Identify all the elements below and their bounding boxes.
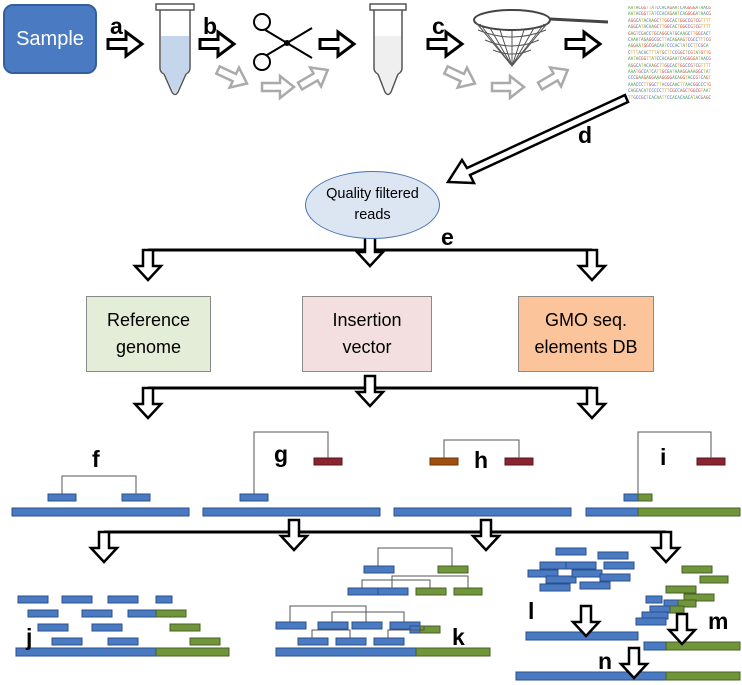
step-n-label: n (598, 648, 613, 674)
step-m-label: m (708, 608, 729, 634)
insertion-vector-label: Insertion vector (332, 310, 402, 357)
panel-i (585, 431, 741, 517)
arrow-b2 (318, 30, 356, 58)
panel-lmn (515, 547, 741, 681)
panel-j (15, 595, 230, 657)
panel-k (275, 547, 491, 657)
grey-arrows-b (212, 58, 335, 100)
capture-net-icon (473, 9, 609, 67)
reference-genome-label: Reference genome (106, 310, 191, 357)
gmo-seq-elements-db-label: GMO seq. elements DB (534, 310, 638, 357)
step-d-label: d (578, 122, 593, 148)
sample-tube-icon (155, 3, 195, 96)
sequence-line: AATACGGTTATCCACAGAATCAGGGGATAACG (628, 6, 711, 11)
step-i-label: i (660, 444, 667, 470)
step-e-label: e (441, 224, 454, 250)
step-a-label: a (110, 13, 123, 39)
step-k-label: k (452, 624, 465, 650)
step-l-label: l (528, 598, 535, 624)
scissors-icon (253, 13, 313, 71)
step-g-label: g (274, 441, 289, 467)
sequence-line: AGGCATACAAGCTTGGCACTGGCCGTCGTTTT (628, 63, 711, 69)
insertion-vector-box: Insertion vector (302, 296, 432, 372)
sequence-line: AAACCCTTGGCTTACGCAACTTAACGGCCCTG (628, 82, 711, 88)
sequence-line: CCCGAAGAGGAAAGGGGACAGGTACCGTCAGT (628, 76, 711, 82)
sequence-line: TTGCCGCTCACAATTCCACACAACATACGAGC (628, 95, 711, 101)
sequence-line: GAGTCGACCTGCAGGCATGCAAGCTTGGCACT (628, 31, 711, 37)
db-distribution (133, 374, 607, 420)
step-h-label: h (474, 447, 489, 473)
step-c-label: c (432, 13, 445, 39)
step-f-label: f (92, 446, 100, 472)
quality-filtered-reads-node: Quality filtered reads (305, 171, 440, 239)
step-j-label: j (26, 624, 33, 650)
sequence-line: CTTTACACTTTATGCTTCCGGCTCGTATGTTG (628, 50, 711, 56)
panel-g (202, 431, 381, 517)
grey-arrows-c (440, 58, 575, 100)
arrow-d (445, 93, 630, 185)
sequence-line: AGGCATACAAGCTTGGCACTGGCCGTCGTTTT (628, 25, 711, 31)
sequence-line: AATACGGTTATCCACAGAATCAGGGGATAACG (628, 12, 711, 18)
sequence-line: CAAATAGAGGCGCTTACAGAAGTCGCCTTTCG (628, 38, 711, 44)
sequence-line: AGGCATACAAGCTTGGCACTGGCCGTCGTTTT (628, 18, 711, 24)
sequence-line: AATACGGTTATCCACAGAATCAGGGGATAACG (628, 57, 711, 63)
sample-box: Sample (3, 4, 97, 74)
panel-f (11, 475, 190, 517)
sequence-line: CAGCACATCCCCCTTTCGCCAGCTGGCGTAAT (628, 89, 711, 95)
e-distribution (133, 234, 607, 282)
gmo-seq-elements-db-box: GMO seq. elements DB (518, 296, 654, 372)
sequence-line: AGGAATGGCGACAATCCCACTATCCTTCGCA (628, 44, 709, 50)
fragmented-sample-tube-icon (369, 3, 407, 96)
reference-genome-box: Reference genome (86, 296, 211, 372)
arrow-c2 (564, 30, 602, 58)
bottom-distribution (89, 518, 681, 564)
step-b-label: b (203, 13, 218, 39)
panel-h (393, 439, 572, 517)
sequence-line: AAATGCCATCATTGCGATAAAGGAAAGGCTAT (628, 70, 711, 76)
quality-filtered-reads-label: Quality filtered reads (326, 185, 419, 223)
